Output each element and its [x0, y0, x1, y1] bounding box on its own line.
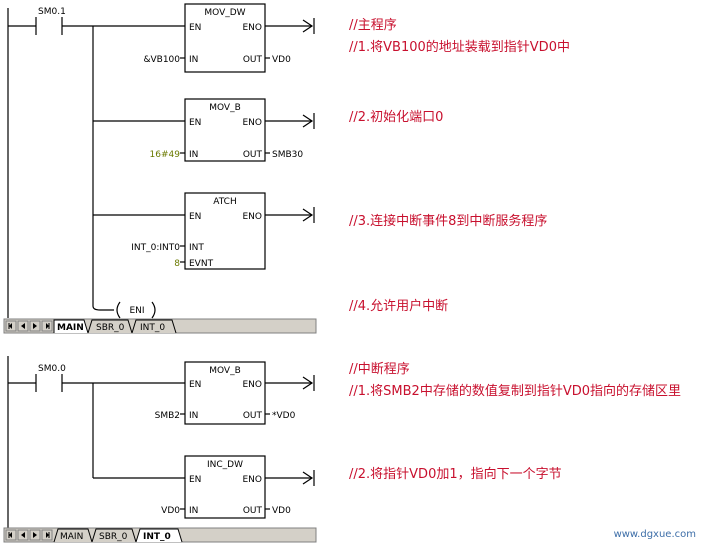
- block-inc-dw[interactable]: INC_DW EN ENO IN OUT VD0 VD0: [161, 455, 312, 519]
- tab-nav-prev-button[interactable]: [17, 529, 29, 541]
- tab-nav-last-button[interactable]: [41, 320, 53, 332]
- tab-nav-next-button[interactable]: [29, 320, 41, 332]
- pin-in: IN: [189, 150, 198, 160]
- in-operand: SMB2: [155, 411, 180, 421]
- tab-sbr0[interactable]: SBR_0: [96, 323, 125, 333]
- comment-line: //主程序: [349, 18, 397, 33]
- tab-nav-first-button[interactable]: [5, 320, 17, 332]
- pin-en: EN: [189, 118, 201, 128]
- contact-sm01[interactable]: SM0.1: [8, 7, 185, 35]
- block-title: ATCH: [213, 197, 236, 207]
- eno-arrow: [302, 207, 315, 223]
- block-mov-b[interactable]: MOV_B EN ENO IN OUT 16#49 SMB30: [150, 98, 312, 162]
- pin-eno: ENO: [242, 212, 262, 222]
- tab-main[interactable]: MAIN: [60, 532, 83, 542]
- pin-out: OUT: [243, 506, 263, 516]
- pin-eno: ENO: [242, 475, 262, 485]
- tab-nav-last-button[interactable]: [41, 529, 53, 541]
- coil-eni[interactable]: ENI: [92, 301, 156, 319]
- main-program: SM0.1 MOV_DW EN ENO IN OUT &VB100 VD0: [3, 3, 570, 334]
- in-constant: 16#49: [150, 150, 181, 160]
- tab-main[interactable]: MAIN: [57, 323, 84, 333]
- evnt-constant: 8: [174, 259, 180, 269]
- tab-nav-prev-button[interactable]: [17, 320, 29, 332]
- tab-nav-first-button[interactable]: [5, 529, 17, 541]
- watermark-text: www.dgxue.com: [614, 529, 696, 540]
- block-title: MOV_B: [209, 103, 241, 113]
- in-operand: &VB100: [143, 55, 180, 65]
- pin-out: OUT: [243, 411, 263, 421]
- contact-label: SM0.0: [38, 364, 66, 374]
- comment-line: //2.初始化端口0: [349, 110, 443, 125]
- eno-arrow: [302, 113, 315, 129]
- main-tab-bar: MAIN SBR_0 INT_0: [3, 318, 317, 334]
- eno-arrow: [302, 470, 315, 486]
- comment-line: //1.将SMB2中存储的数值复制到指针VD0指向的存储区里: [349, 383, 681, 399]
- out-operand: *VD0: [272, 411, 296, 421]
- pin-eno: ENO: [242, 380, 262, 390]
- pin-in: IN: [189, 411, 198, 421]
- tab-int0[interactable]: INT_0: [143, 532, 171, 542]
- interrupt-tab-bar: MAIN SBR_0 INT_0: [3, 527, 317, 543]
- pin-en: EN: [189, 380, 201, 390]
- out-operand: SMB30: [272, 150, 303, 160]
- pin-out: OUT: [243, 55, 263, 65]
- pin-eno: ENO: [242, 118, 262, 128]
- contact-label: SM0.1: [38, 7, 66, 17]
- block-mov-dw[interactable]: MOV_DW EN ENO IN OUT &VB100 VD0: [143, 3, 312, 73]
- out-operand: VD0: [272, 55, 291, 65]
- pin-int: INT: [189, 243, 204, 253]
- main-comments: //主程序 //1.将VB100的地址装载到指针VD0中 //2.初始化端口0 …: [349, 18, 570, 314]
- comment-line: //2.将指针VD0加1，指向下一个字节: [349, 466, 562, 482]
- pin-evnt: EVNT: [189, 259, 214, 269]
- int-operand: INT_0:INT0: [131, 243, 180, 253]
- block-title: MOV_B: [209, 366, 241, 376]
- comment-line: //1.将VB100的地址装载到指针VD0中: [349, 39, 570, 55]
- interrupt-program: SM0.0 MOV_B EN ENO IN OUT SMB2 *VD0: [3, 356, 681, 543]
- comment-line: //3.连接中断事件8到中断服务程序: [349, 213, 547, 229]
- contact-sm00[interactable]: SM0.0: [8, 364, 185, 392]
- eno-arrow: [302, 375, 315, 391]
- out-operand: VD0: [272, 506, 291, 516]
- pin-out: OUT: [243, 150, 263, 160]
- pin-in: IN: [189, 55, 198, 65]
- tab-int0[interactable]: INT_0: [140, 323, 165, 333]
- interrupt-comments: //中断程序 //1.将SMB2中存储的数值复制到指针VD0指向的存储区里 //…: [349, 362, 681, 482]
- pin-en: EN: [189, 23, 201, 33]
- comment-line: //中断程序: [349, 362, 410, 377]
- in-operand: VD0: [161, 506, 180, 516]
- block-mov-b-int[interactable]: MOV_B EN ENO IN OUT SMB2 *VD0: [155, 361, 312, 425]
- tab-sbr0[interactable]: SBR_0: [99, 532, 128, 542]
- block-atch[interactable]: ATCH EN ENO INT EVNT INT_0:INT0 8: [131, 192, 312, 270]
- block-title: MOV_DW: [204, 8, 245, 18]
- coil-label: ENI: [129, 306, 144, 316]
- pin-en: EN: [189, 475, 201, 485]
- pin-eno: ENO: [242, 23, 262, 33]
- tab-nav-next-button[interactable]: [29, 529, 41, 541]
- pin-in: IN: [189, 506, 198, 516]
- pin-en: EN: [189, 212, 201, 222]
- comment-line: //4.允许用户中断: [349, 298, 448, 314]
- eno-arrow: [302, 18, 315, 34]
- block-title: INC_DW: [207, 460, 243, 470]
